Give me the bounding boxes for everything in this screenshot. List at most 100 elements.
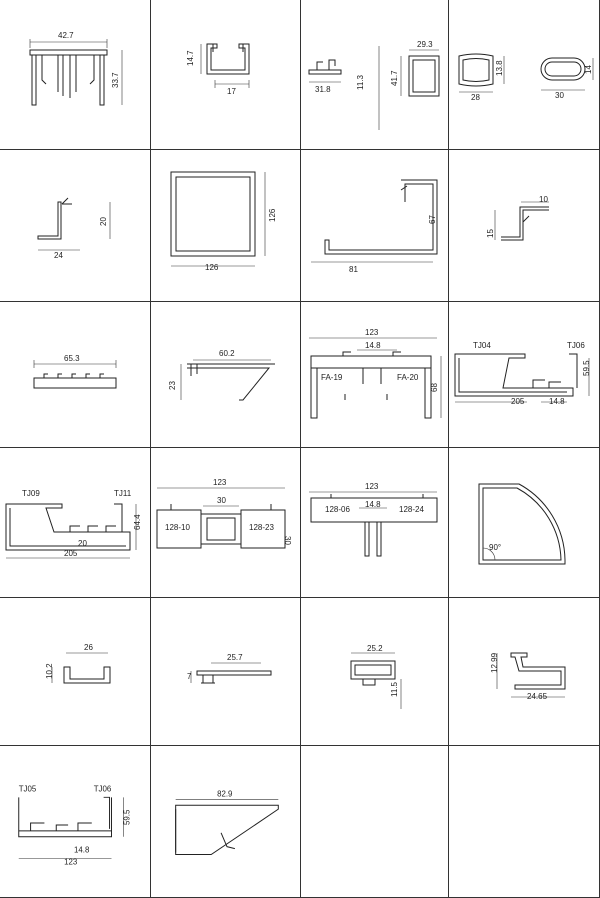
profile-code-label: 128-06 — [325, 505, 350, 514]
profile-cell-9: 65.3 — [0, 302, 151, 448]
profile-drawing-15: 123 14.8 128-06 128-24 — [309, 482, 438, 557]
dimension-label: 11.3 — [356, 74, 365, 90]
profile-drawing-10: 60.2 23 — [168, 349, 275, 401]
dimension-label: 29.3 — [417, 40, 433, 49]
profile-code-label: 128-24 — [399, 505, 424, 514]
dimension-label: 126 — [268, 208, 277, 222]
profile-cell-21: TJ05 TJ06 59.5 14.8 123 — [0, 746, 151, 898]
dimension-label: 33.7 — [111, 72, 120, 88]
dimension-label: 123 — [213, 478, 227, 487]
dimension-label: 65.3 — [64, 354, 80, 363]
dimension-label: 30 — [283, 536, 292, 545]
dimension-label: 59.5 — [582, 360, 591, 376]
dimension-label: 14.8 — [365, 341, 381, 350]
profile-drawing-18: 25.7 7 — [187, 653, 272, 684]
profile-drawing-20: 12.99 24.65 — [490, 652, 566, 701]
dimension-label: 10.2 — [45, 663, 54, 679]
profile-drawing-5: 20 24 — [37, 197, 111, 260]
profile-drawing-21: TJ05 TJ06 59.5 14.8 123 — [18, 784, 131, 866]
dimension-label: 14.8 — [365, 500, 381, 509]
profile-code-label: 128-10 — [165, 523, 190, 532]
profile-drawing-6: 126 126 — [170, 171, 277, 272]
profile-cell-14: 123 30 128-10 128-23 30 — [151, 448, 301, 598]
profile-cell-18: 25.7 7 — [151, 598, 301, 746]
dimension-label: 28 — [471, 93, 480, 102]
profile-cell-8: 10 15 — [449, 150, 600, 302]
dimension-label: 30 — [555, 91, 564, 100]
profile-cell-20: 12.99 24.65 — [449, 598, 600, 746]
profile-drawing-9: 65.3 — [33, 354, 117, 389]
dimension-label: 26 — [84, 643, 93, 652]
profile-drawing-13: TJ09 TJ11 64.4 20 205 — [5, 489, 142, 559]
dimension-label: 12.99 — [490, 652, 499, 673]
dimension-label: 67 — [428, 215, 437, 224]
profile-cell-16: 90° — [449, 448, 600, 598]
profile-cell-2: 14.7 17 — [151, 0, 301, 150]
profile-code-label: TJ09 — [22, 489, 40, 498]
profile-cell-1: 42.7 33.7 — [0, 0, 151, 150]
profile-code-label: FA-20 — [397, 373, 419, 382]
dimension-label: 17 — [227, 87, 236, 96]
dimension-label: 126 — [205, 263, 219, 272]
dimension-label: 123 — [64, 857, 78, 866]
profile-drawing-4: 28 13.8 30 14 — [458, 53, 594, 102]
profile-drawing-12: TJ04 TJ06 59.5 205 14.8 — [454, 341, 591, 406]
profile-cell-5: 20 24 — [0, 150, 151, 302]
dimension-label: 24 — [54, 251, 63, 260]
profile-cell-7: 81 67 — [301, 150, 449, 302]
profile-cell-17: 26 10.2 — [0, 598, 151, 746]
profile-code-label: TJ11 — [114, 489, 132, 498]
dimension-label: 123 — [365, 328, 379, 337]
dimension-label: 60.2 — [219, 349, 235, 358]
profile-cell-4: 28 13.8 30 14 — [449, 0, 600, 150]
dimension-label: 14.8 — [74, 846, 90, 855]
dimension-label: 81 — [349, 265, 358, 274]
profile-code-label: TJ04 — [473, 341, 491, 350]
profile-code-label: 128-23 — [249, 523, 274, 532]
profile-cell-3: 31.8 11.3 29.3 41.7 — [301, 0, 449, 150]
dimension-label: 10 — [539, 195, 548, 204]
dimension-label: 205 — [64, 549, 78, 558]
empty-cell-24 — [449, 746, 600, 898]
profile-drawing-19: 25.2 11.5 — [350, 644, 402, 709]
profile-drawing-3: 31.8 11.3 29.3 41.7 — [308, 40, 440, 130]
profile-cell-10: 60.2 23 — [151, 302, 301, 448]
dimension-label: 42.7 — [58, 31, 74, 40]
profile-cell-19: 25.2 11.5 — [301, 598, 449, 746]
profile-code-label: FA-19 — [321, 373, 343, 382]
profile-drawing-22: 82.9 — [175, 789, 279, 856]
dimension-label: 14.7 — [186, 50, 195, 66]
dimension-label: 20 — [78, 539, 87, 548]
profile-cell-13: TJ09 TJ11 64.4 20 205 — [0, 448, 151, 598]
profile-code-label: TJ06 — [94, 784, 112, 793]
dimension-label: 41.7 — [390, 70, 399, 86]
dimension-label: 30 — [217, 496, 226, 505]
profile-drawing-17: 26 10.2 — [45, 643, 111, 684]
dimension-label: 15 — [486, 229, 495, 238]
profile-code-label: TJ06 — [567, 341, 585, 350]
profile-code-label: TJ05 — [19, 784, 37, 793]
profile-cell-22: 82.9 — [151, 746, 301, 898]
profile-cell-11: 123 14.8 FA-19 FA-20 68 — [301, 302, 449, 448]
dimension-label: 123 — [365, 482, 379, 491]
angle-label: 90° — [489, 543, 501, 552]
profile-cell-6: 126 126 — [151, 150, 301, 302]
profile-cell-12: TJ04 TJ06 59.5 205 14.8 — [449, 302, 600, 448]
dimension-label: 205 — [511, 397, 525, 406]
dimension-label: 64.4 — [133, 514, 142, 530]
dimension-label: 59.5 — [122, 809, 131, 825]
profile-drawing-16: 90° — [478, 483, 566, 565]
dimension-label: 25.2 — [367, 644, 383, 653]
profile-drawing-2: 14.7 17 — [186, 43, 250, 96]
empty-cell-23 — [301, 746, 449, 898]
dimension-label: 7 — [187, 672, 192, 681]
dimension-label: 82.9 — [217, 789, 232, 798]
dimension-label: 14 — [584, 65, 593, 74]
profile-drawing-1: 42.7 33.7 — [29, 31, 123, 106]
dimension-label: 14.8 — [549, 397, 565, 406]
dimension-label: 13.8 — [495, 60, 504, 76]
profile-drawing-14: 123 30 128-10 128-23 30 — [156, 478, 292, 549]
dimension-label: 31.8 — [315, 85, 331, 94]
profile-drawing-8: 10 15 — [486, 195, 549, 241]
